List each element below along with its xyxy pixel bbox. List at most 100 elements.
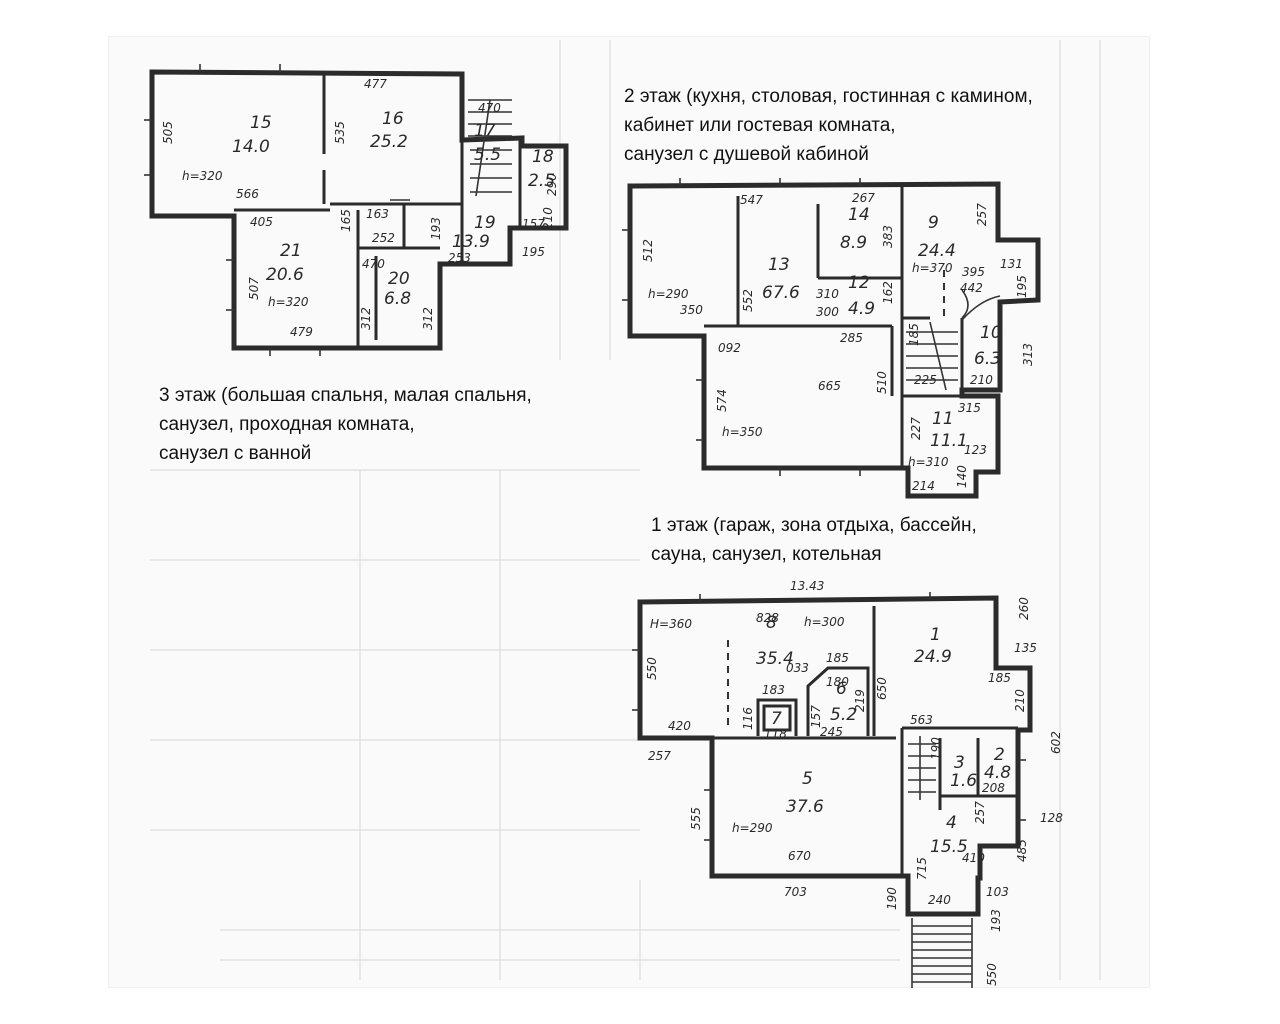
plan2-room-10-number: 10 bbox=[980, 323, 1002, 343]
plan3-room-18-area: 2.5 bbox=[528, 171, 555, 191]
plan1-dim: 260 bbox=[1017, 597, 1031, 620]
plan3-room-19-number: 19 bbox=[474, 213, 496, 233]
plan1-dim: 485 bbox=[1015, 839, 1029, 862]
plan3-dim: 312 bbox=[421, 307, 435, 330]
plan1-room-8-area: 35.4 bbox=[756, 649, 794, 669]
plan3-dim: 253 bbox=[448, 251, 471, 265]
plan3-staircase bbox=[468, 99, 512, 197]
plan1-dim: 555 bbox=[689, 807, 703, 830]
plan1-height: H=360 bbox=[650, 617, 692, 631]
plan2-room-9-number: 9 bbox=[928, 213, 939, 233]
plan1-dim: 190 bbox=[929, 737, 943, 760]
caption-floor-1-line: сауна, санузел, котельная bbox=[651, 544, 882, 565]
plan2-dim: 267 bbox=[852, 191, 875, 205]
plan2-room-12-area: 4.9 bbox=[848, 299, 875, 319]
plan1-room-4-number: 4 bbox=[946, 813, 957, 833]
plan2-dim: 395 bbox=[962, 265, 985, 279]
plan2-room-11-number: 11 bbox=[932, 409, 954, 429]
plan1-dim: 257 bbox=[973, 801, 987, 824]
plan2-room-9-area: 24.4 bbox=[918, 241, 956, 261]
plan2-staircase bbox=[906, 321, 958, 391]
plan2-dim: 313 bbox=[1021, 343, 1035, 366]
plan3-room-21-area: 20.6 bbox=[266, 265, 304, 285]
plan3-dim: 535 bbox=[333, 121, 347, 144]
plan1-room-7-number: 7 bbox=[771, 709, 782, 729]
plan3-dim: 193 bbox=[429, 217, 443, 240]
plan2-room-13-number: 13 bbox=[768, 255, 790, 275]
caption-floor-3: 3 этаж (большая спальня, малая спальня, … bbox=[159, 381, 532, 468]
plan1-dim: 033 bbox=[786, 661, 809, 675]
plan3-dim: 165 bbox=[339, 209, 353, 232]
plan2-room-9-height: h=370 bbox=[912, 261, 953, 275]
plan2-room-14-area: 8.9 bbox=[840, 233, 867, 253]
plan1-dim: 13.43 bbox=[790, 579, 824, 593]
plan3-dim: 163 bbox=[366, 207, 389, 221]
plan1-dim: 190 bbox=[885, 887, 899, 910]
plan1-dim: 157 bbox=[809, 705, 823, 728]
plan-floor-1: 8 35.4 1 24.9 7 6 5.2 5 37.6 3 1.6 2 4.8… bbox=[632, 579, 1063, 988]
plan2-room-10-area: 6.3 bbox=[974, 349, 1001, 369]
plan1-room-6-area: 5.2 bbox=[830, 705, 857, 725]
plan2-outer-wall bbox=[627, 181, 1041, 499]
plan1-outer-wall bbox=[637, 595, 1033, 917]
plan3-room-17-number: 17 bbox=[474, 121, 496, 141]
plan1-room-1-number: 1 bbox=[930, 625, 941, 645]
plan1-dim: 550 bbox=[985, 963, 999, 986]
plan3-dim: 470 bbox=[478, 101, 501, 115]
plan2-dim: 383 bbox=[881, 225, 895, 248]
plan2-bay-arc bbox=[961, 295, 1001, 321]
plan1-dim: 240 bbox=[928, 893, 951, 907]
caption-floor-3-line: 3 этаж (большая спальня, малая спальня, bbox=[159, 385, 532, 406]
plan1-dim: 257 bbox=[648, 749, 671, 763]
plan1-dim: 563 bbox=[910, 713, 933, 727]
plan2-dim: 285 bbox=[840, 331, 863, 345]
plan2-dim: 140 bbox=[955, 465, 969, 488]
caption-floor-2-line: санузел с душевой кабиной bbox=[624, 144, 869, 165]
plan1-room-2-area: 4.8 bbox=[984, 763, 1011, 783]
plan1-dim: 670 bbox=[788, 849, 811, 863]
plan3-dim: 195 bbox=[522, 245, 545, 259]
plan1-dim: 103 bbox=[986, 885, 1009, 899]
plan3-room-15-area: 14.0 bbox=[232, 137, 270, 157]
plan1-dim: 208 bbox=[982, 781, 1005, 795]
plan2-dim: 257 bbox=[975, 203, 989, 226]
plan2-dim: 512 bbox=[641, 239, 655, 262]
plan1-room-1-area: 24.9 bbox=[914, 647, 952, 667]
plan3-dim: 312 bbox=[359, 307, 373, 330]
plan1-height: h=300 bbox=[804, 615, 845, 629]
plan2-dim: 131 bbox=[1000, 257, 1023, 271]
plan3-dim: 477 bbox=[364, 77, 387, 91]
plan1-room-3-number: 3 bbox=[954, 753, 965, 773]
plan2-dim: 092 bbox=[718, 341, 741, 355]
plan1-dim: 650 bbox=[875, 677, 889, 700]
plan3-room-16-area: 25.2 bbox=[370, 132, 408, 152]
plan1-sauna-wall bbox=[806, 666, 870, 736]
plan2-windows bbox=[622, 178, 861, 476]
plan1-dim: 245 bbox=[820, 725, 843, 739]
plan2-dim: 442 bbox=[960, 281, 983, 295]
plan1-room-5-area: 37.6 bbox=[786, 797, 824, 817]
plan2-room-12-number: 12 bbox=[848, 273, 870, 293]
plan1-room-3-area: 1.6 bbox=[950, 771, 977, 791]
plan1-dim: 210 bbox=[1013, 689, 1027, 712]
plan1-room-4-area: 15.5 bbox=[930, 837, 968, 857]
plan1-windows bbox=[632, 592, 1026, 841]
plan1-dim: 219 bbox=[853, 689, 867, 712]
plan3-dim: 405 bbox=[250, 215, 273, 229]
plan3-dim: 470 bbox=[362, 257, 385, 271]
plan1-dim: 193 bbox=[989, 909, 1003, 932]
plan2-dim: 214 bbox=[912, 479, 935, 493]
plan1-dim: 118 bbox=[764, 727, 787, 741]
plan3-room-18-number: 18 bbox=[532, 147, 554, 167]
plan3-dim: 507 bbox=[247, 277, 261, 300]
plan1-sauna-wall bbox=[762, 704, 792, 732]
plan2-room-14-number: 14 bbox=[848, 205, 870, 225]
plan1-room-6-number: 6 bbox=[836, 679, 847, 699]
plan1-room-5-number: 5 bbox=[802, 769, 813, 789]
plan3-room-20-number: 20 bbox=[388, 269, 410, 289]
caption-floor-2-line: 2 этаж (кухня, столовая, гостинная с кам… bbox=[624, 86, 1033, 107]
plan2-dim: 227 bbox=[909, 417, 923, 440]
plan1-dim: 703 bbox=[784, 885, 807, 899]
plan3-room-19-area: 13.9 bbox=[452, 232, 490, 252]
